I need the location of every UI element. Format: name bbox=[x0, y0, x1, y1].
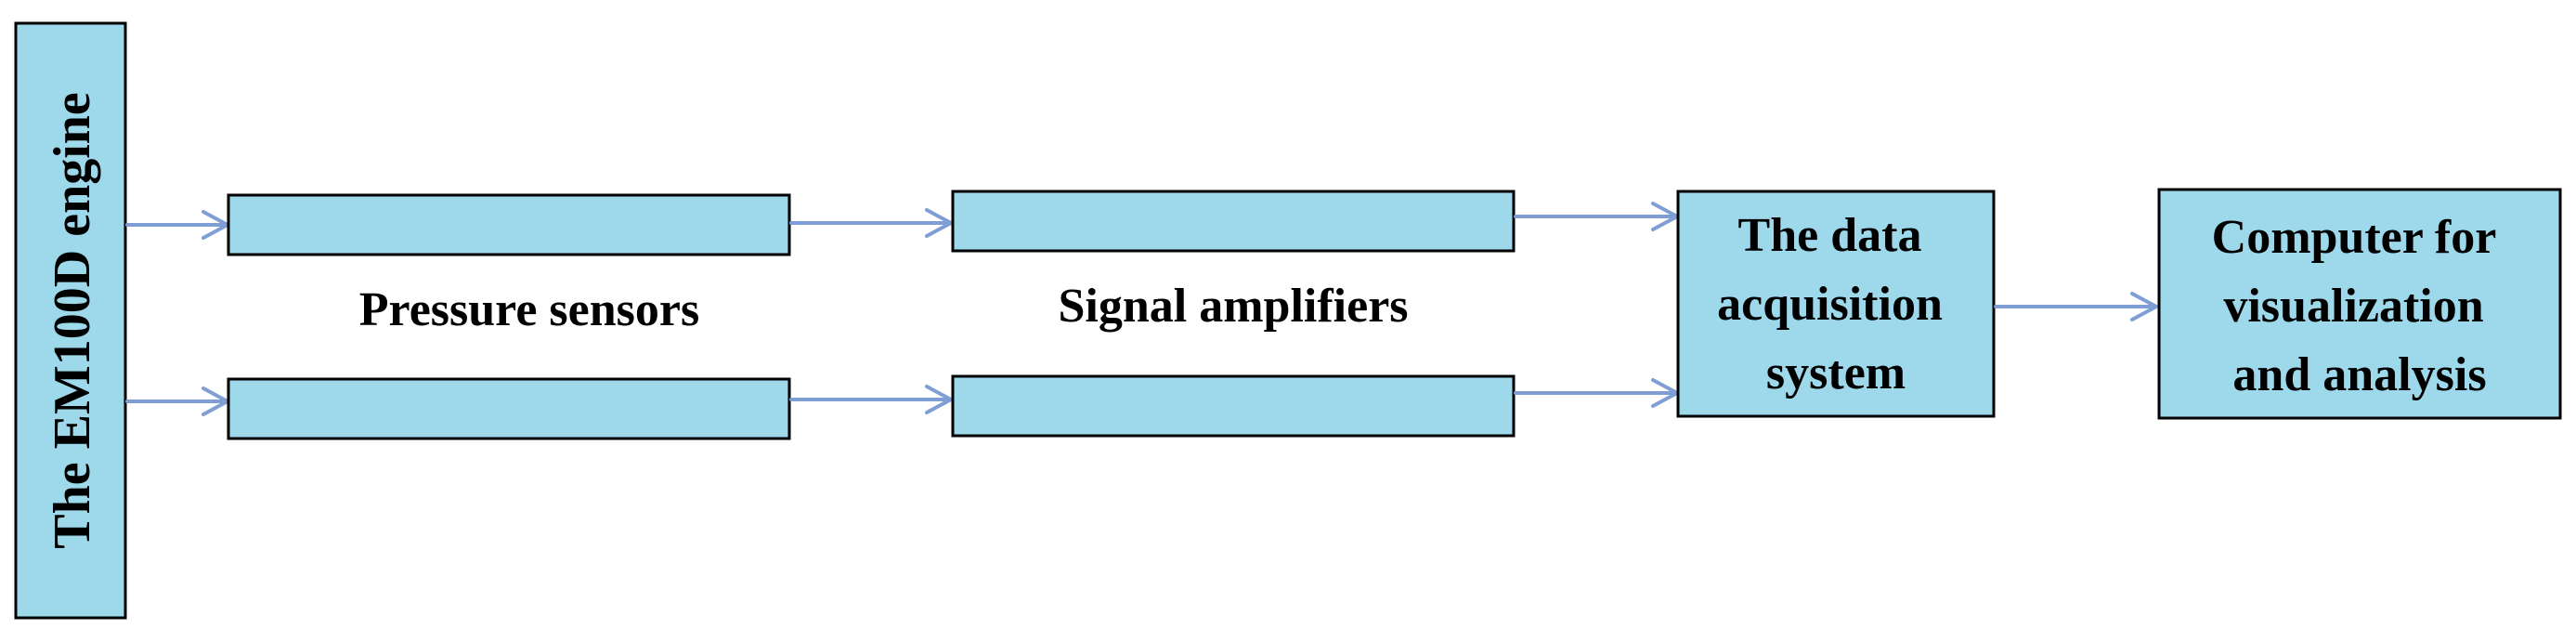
arrow-sensor-to-amplifier-top bbox=[789, 208, 953, 238]
arrow-amplifier-to-daq-top bbox=[1514, 202, 1679, 231]
engine-label: The EM100D engine bbox=[44, 92, 101, 549]
computer-label-line-2: visualization bbox=[2223, 280, 2483, 333]
signal-amplifier-bar-top bbox=[951, 190, 1516, 253]
signal-amplifier-bar-bottom bbox=[951, 374, 1516, 438]
pressure-sensors-label: Pressure sensors bbox=[359, 283, 699, 336]
computer-label: Computer for visualization and analysis bbox=[2212, 211, 2508, 401]
daq-box bbox=[1676, 190, 1996, 418]
arrow-engine-to-sensor-bottom bbox=[125, 387, 229, 416]
arrow-engine-to-sensor-top bbox=[125, 210, 229, 240]
computer-box bbox=[2157, 188, 2562, 420]
engine-box bbox=[14, 21, 127, 620]
daq-label-line-2: acquisition bbox=[1717, 278, 1943, 331]
daq-label: The data acquisition system bbox=[1717, 209, 1955, 400]
arrow-daq-to-computer bbox=[1994, 292, 2158, 321]
daq-label-line-1: The data bbox=[1738, 209, 1922, 262]
signal-amplifiers-label: Signal amplifiers bbox=[1058, 280, 1408, 333]
arrow-amplifier-to-daq-bottom bbox=[1514, 378, 1679, 408]
arrow-sensor-to-amplifier-bottom bbox=[789, 385, 953, 414]
computer-label-line-3: and analysis bbox=[2232, 348, 2486, 401]
computer-label-line-1: Computer for bbox=[2212, 211, 2496, 264]
pressure-sensor-bar-top bbox=[227, 193, 791, 256]
pressure-sensor-bar-bottom bbox=[227, 377, 791, 440]
daq-label-line-3: system bbox=[1766, 347, 1906, 400]
